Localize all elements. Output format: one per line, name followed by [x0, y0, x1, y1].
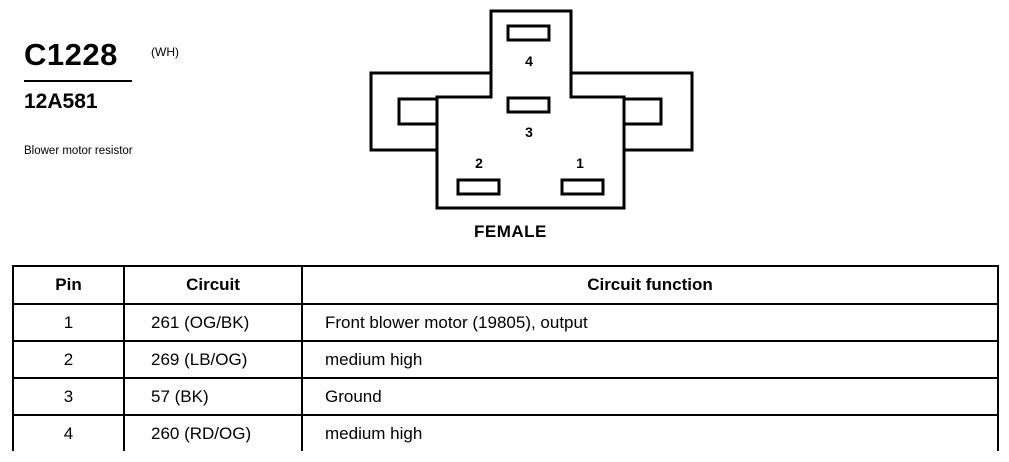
pin-cell: 4: [12, 414, 125, 451]
pin-cell: 3: [12, 377, 125, 416]
circuit-cell: 57 (BK): [123, 377, 303, 416]
circuit-cell: 260 (RD/OG): [123, 414, 303, 451]
function-cell: medium high: [301, 414, 999, 451]
connector-face-diagram: 4 3 2 1: [369, 9, 694, 210]
circuit-cell: 261 (OG/BK): [123, 303, 303, 342]
title-underline: [24, 80, 132, 82]
function-cell: medium high: [301, 340, 999, 379]
pin-1-label: 1: [576, 155, 584, 171]
connector-color-code: (WH): [151, 45, 179, 59]
pin-cell: 1: [12, 303, 125, 342]
table-header-row: Pin Circuit Circuit function: [12, 265, 999, 305]
function-cell: Ground: [301, 377, 999, 416]
column-header-function: Circuit function: [301, 265, 999, 305]
function-cell: Front blower motor (19805), output: [301, 303, 999, 342]
pin-4-terminal: [506, 24, 551, 42]
connector-view-label: FEMALE: [474, 222, 547, 241]
table-row: 4 260 (RD/OG) medium high: [12, 414, 999, 451]
pin-4-label: 4: [525, 53, 533, 69]
right-latch-slot: [624, 97, 663, 126]
part-number: 12A581: [24, 90, 98, 113]
pin-3-terminal: [506, 96, 551, 114]
pin-3-label: 3: [525, 124, 533, 140]
pin-2-label: 2: [475, 155, 483, 171]
connector-description: Blower motor resistor: [24, 145, 133, 157]
pinout-table: Pin Circuit Circuit function 1 261 (OG/B…: [12, 265, 999, 451]
pin-cell: 2: [12, 340, 125, 379]
column-header-circuit: Circuit: [123, 265, 303, 305]
connector-id: C1228: [24, 37, 118, 72]
pin-1-terminal: [560, 178, 605, 196]
pin-2-terminal: [456, 178, 501, 196]
table-row: 1 261 (OG/BK) Front blower motor (19805)…: [12, 303, 999, 342]
table-row: 3 57 (BK) Ground: [12, 377, 999, 416]
table-row: 2 269 (LB/OG) medium high: [12, 340, 999, 379]
left-latch-slot: [397, 97, 437, 126]
circuit-cell: 269 (LB/OG): [123, 340, 303, 379]
column-header-pin: Pin: [12, 265, 125, 305]
